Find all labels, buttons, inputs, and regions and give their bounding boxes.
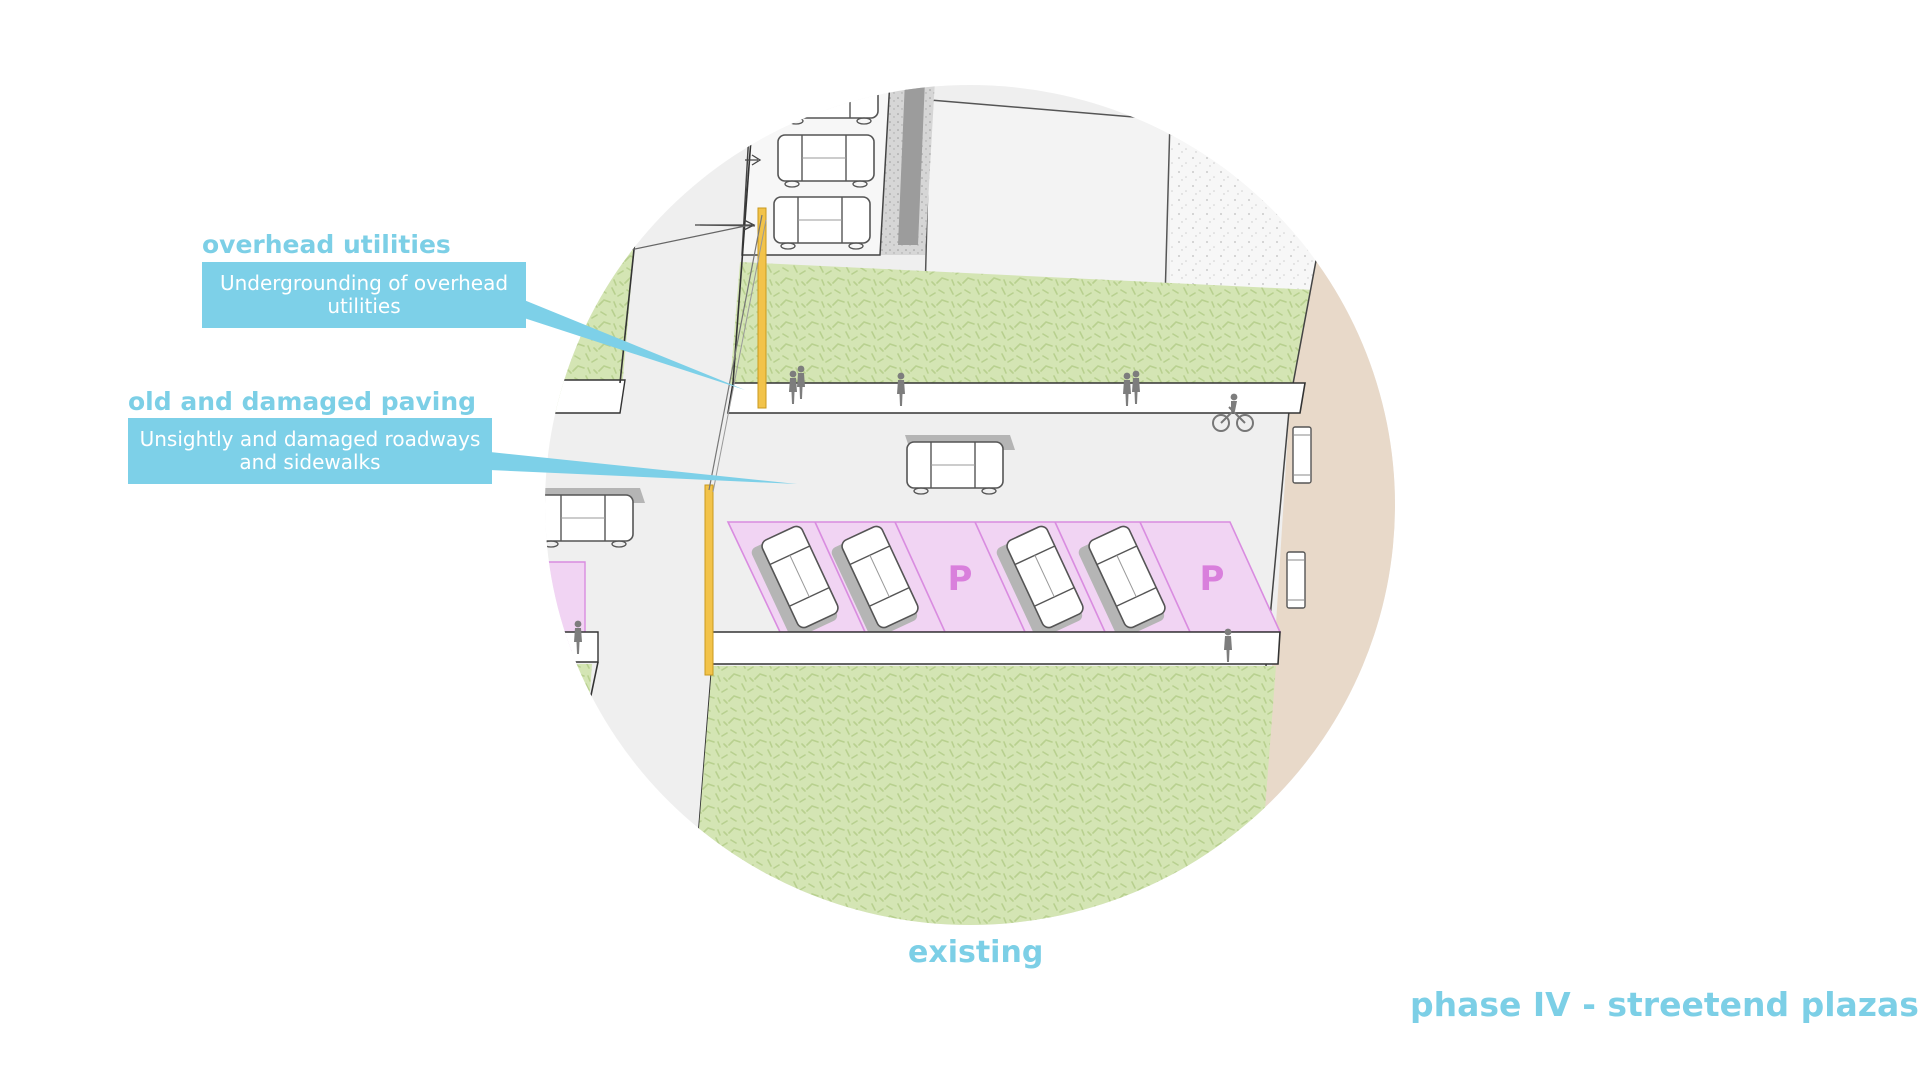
parked-car-icon [831, 523, 922, 639]
callout-description-damaged-paving: Unsightly and damaged roadways and sidew… [128, 418, 492, 484]
car-icon [905, 435, 1015, 495]
parked-car-icon [751, 523, 842, 639]
parking-label: P [1200, 559, 1225, 599]
building-footprint [924, 99, 1171, 301]
car-icon [545, 488, 645, 548]
upper-sidewalk [727, 382, 1306, 414]
parked-car-icon [1078, 523, 1169, 639]
cyclist-icon [1212, 393, 1254, 432]
callout-title-damaged-paving: old and damaged paving [128, 387, 477, 416]
utility-pole-icon [704, 484, 714, 676]
callout-title-overhead-utilities: overhead utilities [202, 230, 451, 259]
bench-icon [1286, 551, 1306, 609]
callout-pointer [490, 452, 797, 484]
lower-sidewalk [709, 631, 1281, 665]
overhead-wire [708, 214, 763, 491]
parking-label: P [948, 559, 973, 599]
callout-pointer [524, 300, 745, 390]
scene-caption: existing [908, 935, 1044, 970]
callout-description-overhead-utilities: Undergrounding of overhead utilities [202, 262, 526, 328]
phase-label: phase IV - streetend plazas [1410, 985, 1919, 1024]
parked-car-icon [996, 523, 1087, 639]
street-scene: P P [545, 85, 1395, 925]
upper-grass [730, 262, 1315, 385]
utility-pole-icon [757, 207, 767, 409]
lower-grass [690, 666, 1276, 925]
bench-icon [1292, 426, 1312, 484]
